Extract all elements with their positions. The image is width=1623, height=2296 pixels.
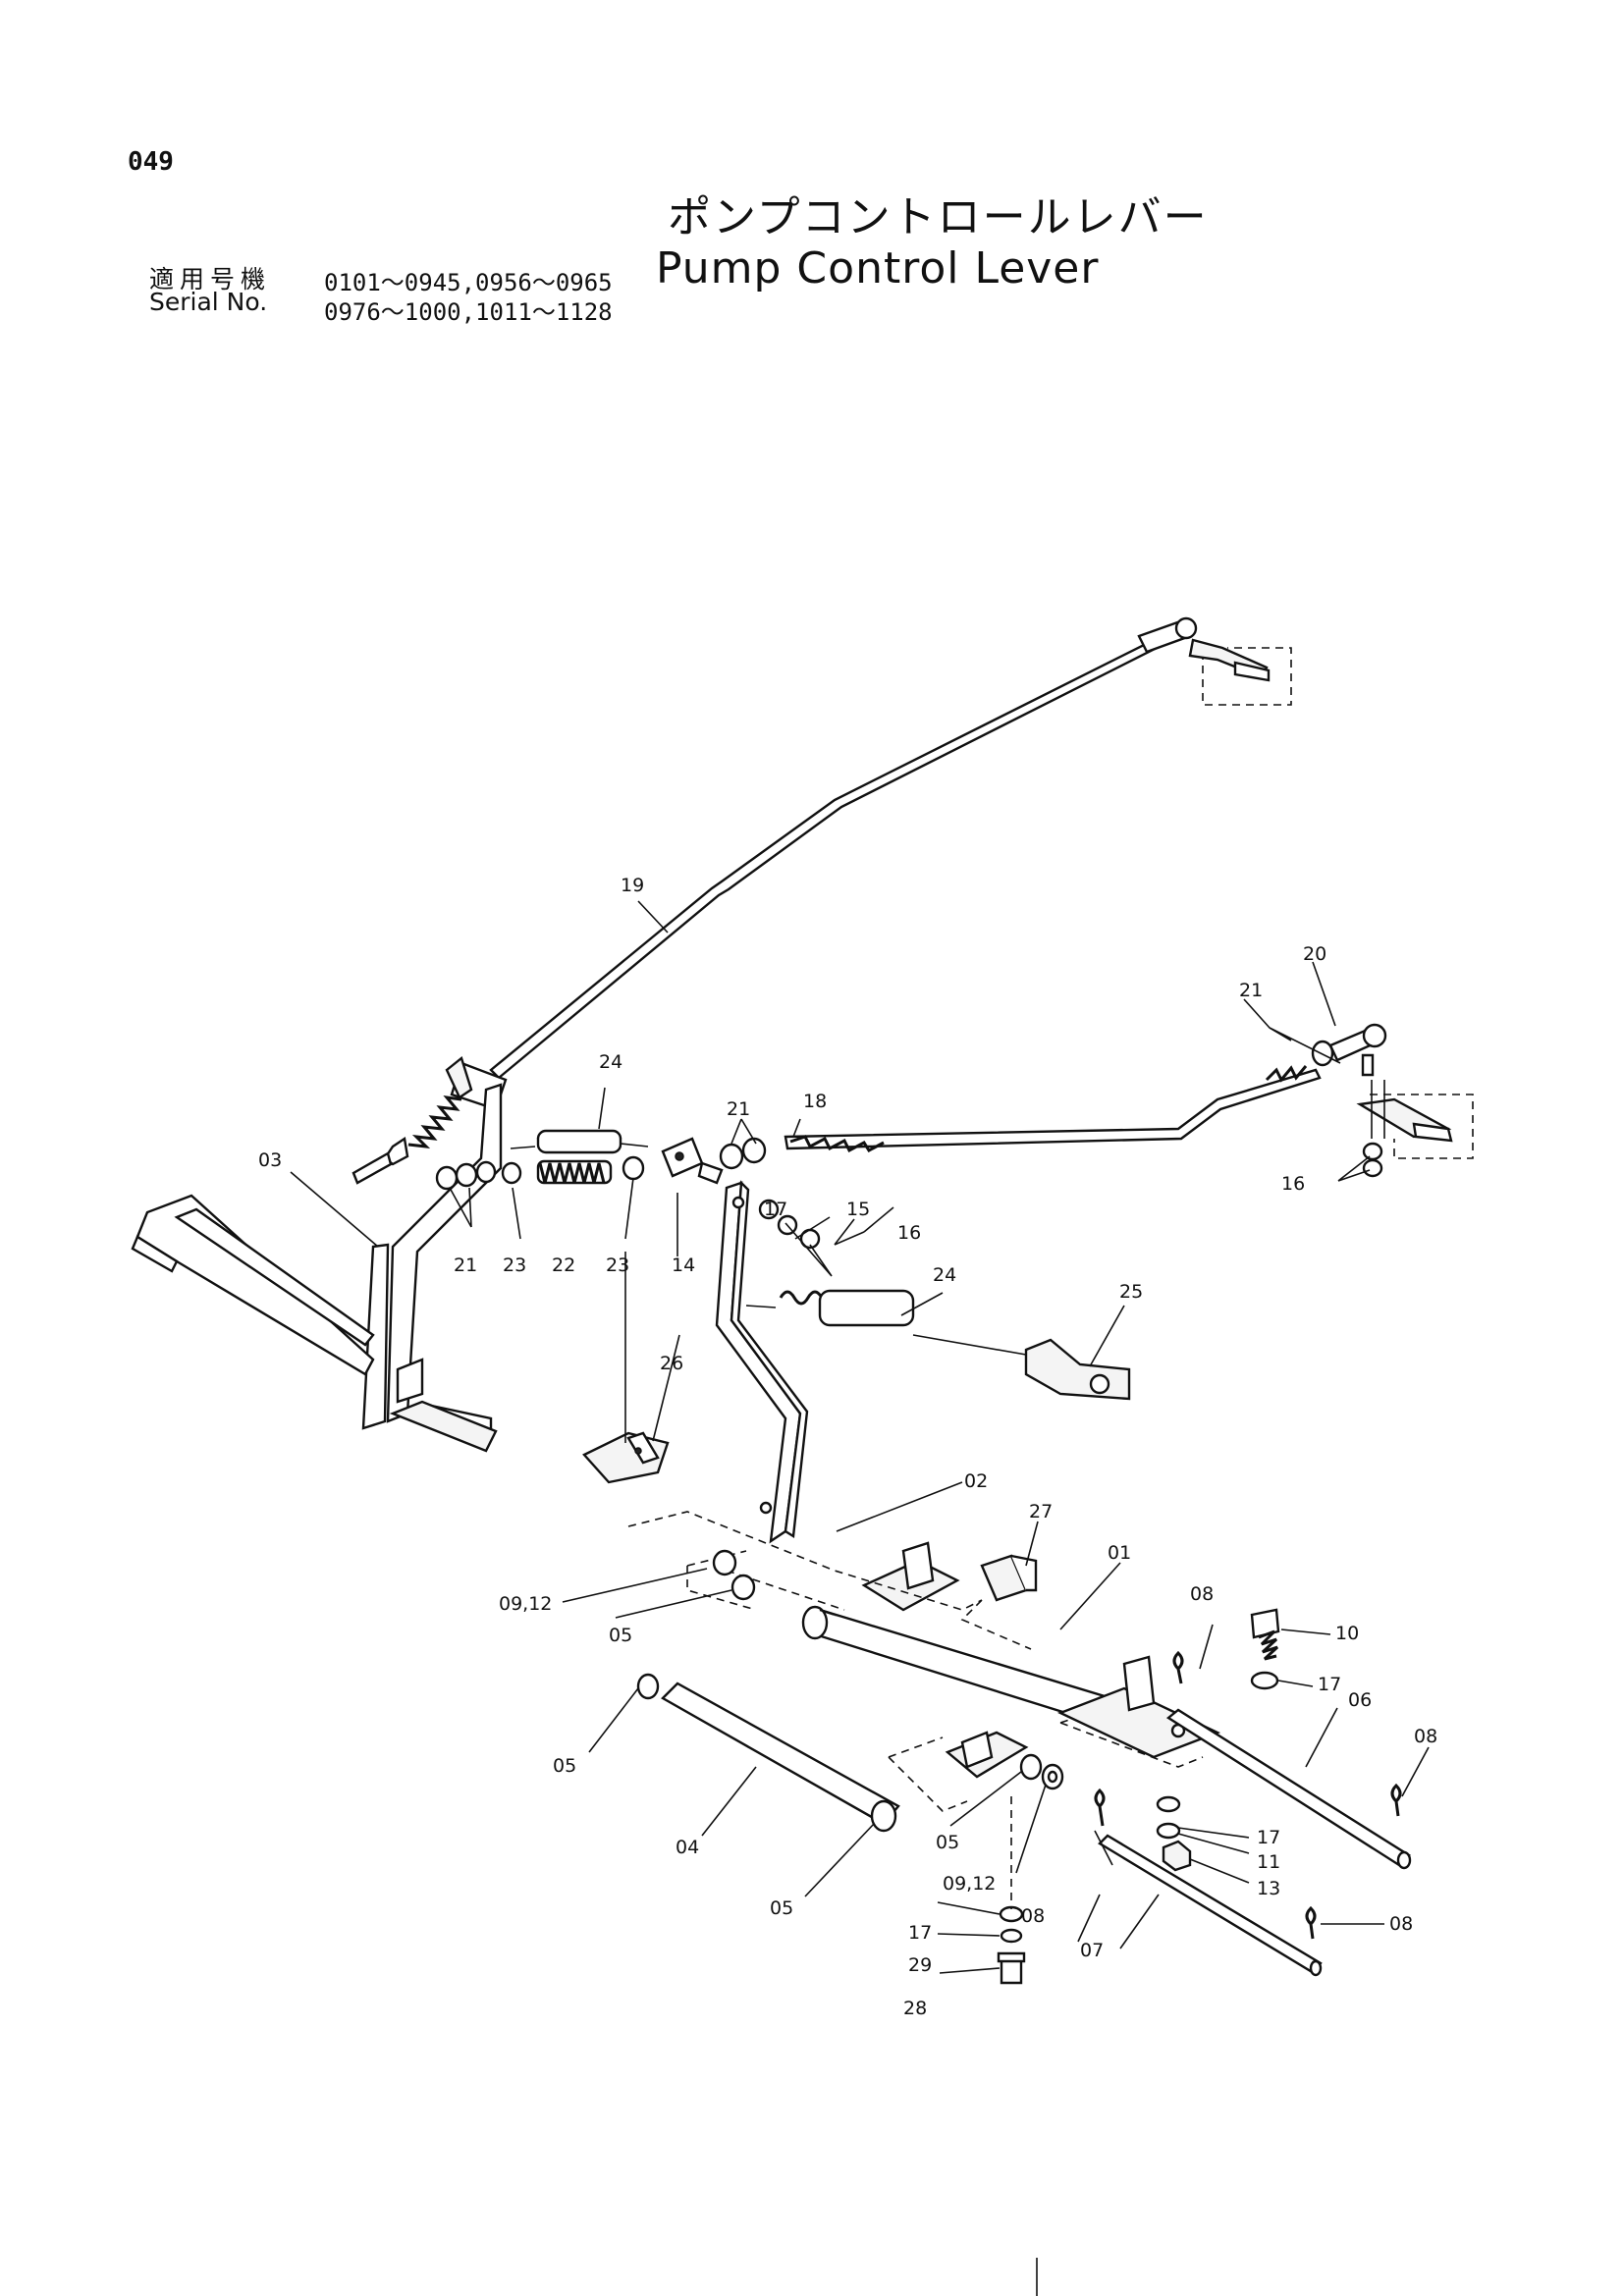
- callout-03: 03: [258, 1149, 282, 1171]
- serial-range-line-2: 0976～1000,1011～1128: [324, 298, 613, 326]
- shaft-01: [627, 1511, 1221, 1812]
- rods-06-07: [997, 1608, 1412, 1985]
- callout-18: 18: [803, 1091, 827, 1112]
- callout-24-lower: 24: [933, 1264, 956, 1286]
- tube-04: [636, 1549, 1064, 1833]
- callout-10: 10: [1335, 1623, 1359, 1644]
- callout-16-center: 16: [897, 1222, 921, 1244]
- leader-lines: [290, 900, 1430, 1974]
- callout-17-upper: 17: [764, 1199, 787, 1220]
- callout-23-left: 23: [503, 1255, 526, 1276]
- serial-label-english: Serial No.: [149, 288, 268, 316]
- callout-08-top: 08: [1190, 1583, 1214, 1605]
- lever-02: [715, 1180, 809, 1544]
- joint-20: [1311, 1023, 1474, 1178]
- callout-05-lower-right: 05: [936, 1832, 959, 1853]
- callout-17-right: 17: [1318, 1674, 1341, 1695]
- spring-assembly-lower: [582, 1199, 1131, 1484]
- callout-21-right: 21: [1239, 980, 1263, 1001]
- callout-20: 20: [1303, 943, 1326, 965]
- callout-14: 14: [672, 1255, 695, 1276]
- callout-11: 11: [1257, 1851, 1280, 1873]
- callout-28: 28: [903, 1998, 927, 2019]
- callout-16-right: 16: [1281, 1173, 1305, 1195]
- callout-27: 27: [1029, 1501, 1053, 1522]
- callout-24-upper: 24: [599, 1051, 622, 1073]
- callout-21-left: 21: [454, 1255, 477, 1276]
- callout-04: 04: [676, 1837, 699, 1858]
- callout-09-12-upper: 09,12: [499, 1593, 552, 1615]
- page-number: 049: [128, 147, 174, 177]
- callout-29: 29: [908, 1954, 932, 1976]
- callout-26: 26: [660, 1353, 683, 1374]
- callout-05-left: 05: [553, 1755, 576, 1777]
- serial-label-japanese: 適用号機: [149, 265, 272, 294]
- page-title-english: Pump Control Lever: [656, 243, 1100, 294]
- callout-06: 06: [1348, 1689, 1372, 1711]
- rod-18: [784, 1065, 1322, 1153]
- callout-22: 22: [552, 1255, 575, 1276]
- callout-13: 13: [1257, 1878, 1280, 1899]
- page-title-japanese: ポンプコントロールレバー: [668, 192, 1209, 242]
- callout-15: 15: [846, 1199, 870, 1220]
- lever-03: [131, 1083, 503, 1453]
- callout-08-lower-right: 08: [1389, 1913, 1413, 1935]
- serial-range-line-1: 0101～0945,0956～0965: [324, 269, 613, 296]
- callout-17-bottom: 17: [908, 1922, 932, 1944]
- callout-05-bottom: 05: [770, 1897, 793, 1919]
- callout-08-center: 08: [1021, 1905, 1045, 1927]
- spring-assembly-upper: [435, 1129, 649, 1191]
- callout-23-right: 23: [606, 1255, 629, 1276]
- callout-08-right: 08: [1414, 1726, 1437, 1747]
- callout-19: 19: [621, 875, 644, 896]
- block-14: [661, 1137, 767, 1185]
- callout-labels: 19 20 21 24 21 18 03 16 17 15 16 21 23 2…: [258, 875, 1437, 2019]
- callout-01: 01: [1108, 1542, 1131, 1564]
- callout-21-center: 21: [727, 1098, 750, 1120]
- rod-19: [352, 616, 1292, 1185]
- callout-07: 07: [1080, 1940, 1104, 1961]
- callout-05-upper: 05: [609, 1625, 632, 1646]
- callout-17-lower-right: 17: [1257, 1827, 1280, 1848]
- callout-09-12-lower: 09,12: [943, 1873, 996, 1895]
- callout-25: 25: [1119, 1281, 1143, 1303]
- callout-02: 02: [964, 1470, 988, 1492]
